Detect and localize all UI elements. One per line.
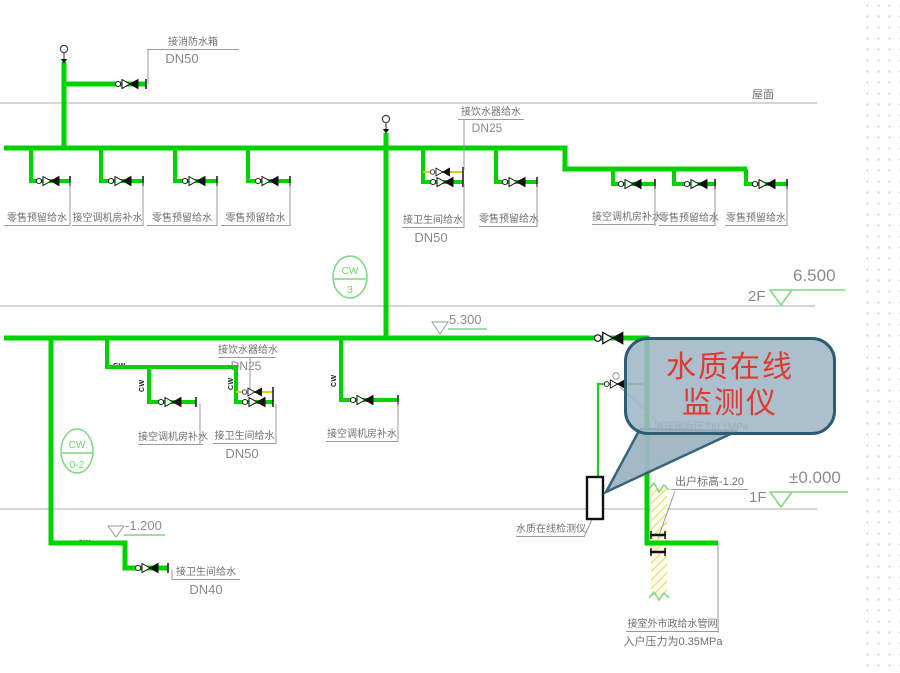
label-exit-elevation: 出户标高-1.20 bbox=[671, 475, 748, 491]
label-fire-tank-dn: DN50 bbox=[165, 51, 199, 66]
label-roof-branch7: 接空调机房补水 bbox=[592, 212, 662, 225]
label-leader-lines bbox=[69, 49, 788, 633]
elev-neg1200: -1.200 bbox=[125, 518, 162, 533]
pipe-end-ticks bbox=[69, 79, 788, 573]
elev-6500: 6.500 bbox=[793, 266, 836, 285]
label-roof-branch3: 零售预留给水 bbox=[147, 212, 217, 226]
svg-text:0-2: 0-2 bbox=[70, 460, 85, 471]
label-roof-branch6: 零售预留给水 bbox=[479, 214, 539, 227]
label-inlet-pressure: 入户压力为0.35MPa bbox=[623, 636, 723, 648]
svg-text:3: 3 bbox=[347, 285, 353, 296]
label-roof-branch9: 零售预留给水 bbox=[725, 213, 787, 226]
label-drinking-water-top-dn: DN25 bbox=[471, 121, 503, 135]
callout-water-quality-monitor: 水质在线 监测仪 bbox=[624, 337, 836, 435]
label-f2-drinking-water-dn: DN25 bbox=[230, 359, 262, 373]
label-drinking-water-top: 接饮水器给水 bbox=[458, 106, 524, 120]
callout-text-line1: 水质在线 bbox=[666, 351, 794, 384]
label-roof-branch5-dn: DN50 bbox=[414, 230, 448, 245]
label-roof: 屋面 bbox=[752, 89, 774, 101]
label-fire-tank: 接消防水箱 bbox=[147, 36, 239, 50]
callout-text-line2: 监测仪 bbox=[682, 387, 778, 420]
label-roof-branch1: 零售预留给水 bbox=[4, 212, 70, 226]
floor-1f: 1F bbox=[749, 489, 767, 506]
valve-icons bbox=[35, 79, 776, 573]
label-roof-branch2: 接空调机房补水 bbox=[72, 213, 143, 226]
label-municipal-network: 接室外市政给水管网 bbox=[626, 619, 719, 632]
riser-tag-cw0-2: CW 0-2 bbox=[60, 428, 94, 474]
elev-0000: ±0.000 bbox=[789, 468, 841, 487]
label-monitor: 水质在线检测仪 bbox=[516, 524, 586, 537]
label-roof-branch4: 零售预留给水 bbox=[221, 212, 290, 226]
elev-5300: 5.300 bbox=[449, 312, 482, 327]
label-basement-branch: 接卫生间给水 bbox=[172, 566, 240, 580]
floor-lines bbox=[0, 102, 817, 510]
label-f2-branch2: 接卫生间给水 bbox=[213, 431, 276, 444]
water-quality-monitor-device bbox=[585, 475, 605, 521]
label-f2-branch2-dn: DN50 bbox=[225, 446, 259, 461]
slide-dot-pattern bbox=[862, 0, 900, 673]
label-f2-branch1: 接空调机房补水 bbox=[138, 432, 208, 445]
label-basement-branch-dn: DN40 bbox=[189, 582, 223, 597]
svg-text:CW: CW bbox=[69, 440, 86, 451]
label-f2-branch3: 接空调机房补水 bbox=[326, 429, 398, 442]
elevation-marks bbox=[107, 289, 848, 538]
floor-2f: 2F bbox=[748, 288, 766, 305]
riser-tag-cw3: CW 3 bbox=[332, 255, 368, 299]
label-roof-branch8: 零售预留给水 bbox=[659, 213, 719, 226]
label-f2-drinking-water: 接饮水器给水 bbox=[218, 345, 278, 358]
label-roof-branch5: 接卫生间给水 bbox=[402, 215, 464, 228]
svg-text:CW: CW bbox=[342, 266, 359, 277]
